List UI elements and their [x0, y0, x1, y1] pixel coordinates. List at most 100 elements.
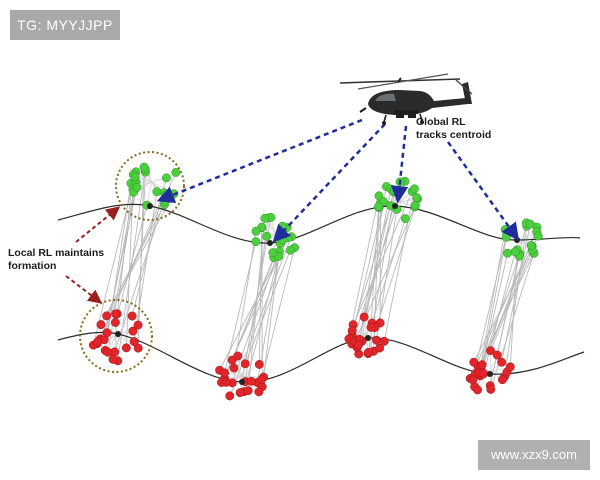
- bottom-agent-dot: [497, 357, 507, 367]
- bottom-agent-dot: [486, 384, 496, 394]
- top-agent-dot: [533, 231, 543, 241]
- top-trajectory: [57, 203, 581, 244]
- bottom-agent-dot: [254, 359, 264, 369]
- bottom-agent-dot: [133, 320, 143, 330]
- bottom-agent-dot: [372, 335, 381, 345]
- top-agent-dot: [139, 162, 149, 172]
- bottom-agent-dot: [246, 376, 256, 386]
- helicopter-icon: [339, 73, 473, 125]
- top-agent-dot: [374, 191, 384, 201]
- formation-link: [133, 191, 158, 342]
- formation-link: [247, 218, 266, 391]
- formation-link: [114, 205, 148, 323]
- formation-link: [261, 247, 295, 380]
- top-agent-dot: [526, 241, 536, 250]
- formation-link: [370, 206, 379, 328]
- bottom-agent-dot: [235, 388, 245, 398]
- formation-link: [100, 204, 165, 325]
- bottom-agent-dot: [243, 386, 253, 396]
- top-agent-dot: [374, 202, 384, 211]
- local-rl-label: Local RL maintains formation: [8, 247, 107, 272]
- top-agent-dot: [130, 172, 140, 182]
- bottom-agent-dot: [111, 309, 121, 319]
- bottom-agent-dot: [257, 375, 267, 385]
- formation-link: [219, 256, 279, 371]
- bottom-agent-dot: [102, 311, 112, 321]
- bottom-agent-dot: [103, 347, 113, 357]
- global-rl-label: Global RL tracks centroid: [416, 116, 491, 141]
- top-agent-dot: [251, 226, 261, 236]
- bottom-agent-dot: [363, 347, 373, 357]
- top-agent-dot: [412, 193, 422, 203]
- centroid-marker-icon: [115, 203, 520, 385]
- bottom-agent-dot: [110, 317, 120, 327]
- bottom-agent-dot: [225, 391, 235, 401]
- bottom-agent-dot: [492, 350, 502, 360]
- bottom-agent-dot: [227, 355, 237, 365]
- bottom-agent-dot: [359, 312, 369, 322]
- bottom-agent-dot: [229, 363, 239, 373]
- top-agent-dot: [409, 184, 419, 194]
- top-agent-dot: [510, 247, 520, 257]
- top-agent-dot: [171, 167, 181, 177]
- bottom-agent-dot: [108, 354, 118, 364]
- bottom-agent-dot: [221, 377, 231, 387]
- bottom-agent-dot: [486, 346, 495, 356]
- bottom-agent-dot: [93, 337, 102, 347]
- bottom-agent-dot: [254, 387, 264, 397]
- formation-link: [233, 231, 257, 369]
- top-agent-dot: [161, 173, 171, 183]
- top-agent-dot: [503, 248, 512, 258]
- formation-link: [473, 235, 539, 363]
- bottom-agent-dot: [220, 368, 230, 378]
- bottom-agent-dot: [133, 343, 143, 353]
- top-agent-dot: [278, 235, 288, 245]
- bottom-agent-dot: [102, 328, 112, 338]
- formation-link: [352, 191, 413, 325]
- top-agent-dot: [152, 187, 162, 197]
- formation-link: [243, 239, 284, 392]
- bottom-agent-dot: [127, 311, 137, 321]
- local-rl-arrows: [65, 206, 121, 304]
- formation-link: [137, 167, 145, 349]
- bottom-agent-dot: [477, 360, 487, 370]
- top-agent-dot: [285, 245, 295, 255]
- top-agent-dot: [251, 237, 261, 247]
- bottom-agent-dot: [129, 337, 139, 347]
- formation-link: [258, 227, 263, 365]
- bottom-agent-dot: [505, 362, 515, 372]
- bottom-agent-dot: [468, 375, 478, 385]
- formation-link: [363, 191, 394, 318]
- formation-link: [116, 174, 134, 314]
- global-rl-arrows: [156, 118, 520, 243]
- bottom-agent-dot: [347, 326, 357, 336]
- formation-link: [501, 223, 531, 363]
- top-agent-dot: [132, 182, 142, 192]
- bottom-highlight-ring: [79, 299, 153, 373]
- bottom-agent-dot: [469, 357, 479, 367]
- top-agent-dot: [390, 186, 400, 196]
- bottom-agent-dot: [479, 369, 489, 379]
- formation-link: [475, 252, 535, 374]
- top-agent-dot: [525, 219, 535, 229]
- bottom-agent-dot: [240, 359, 250, 369]
- formation-link: [231, 243, 281, 361]
- bottom-agent-dot: [497, 375, 507, 385]
- bottom-agent-dot: [375, 343, 385, 353]
- formation-link: [371, 218, 406, 324]
- formation-link: [92, 171, 137, 346]
- top-highlight-ring: [115, 151, 185, 221]
- bottom-agent-dot: [96, 320, 106, 330]
- formation-link: [376, 209, 398, 341]
- bottom-agent-dot: [121, 343, 131, 353]
- formation-link: [490, 253, 535, 390]
- formation-link: [351, 201, 384, 336]
- formation-link: [106, 193, 175, 317]
- top-agent-dot: [410, 201, 420, 210]
- bottom-agent-dot: [473, 385, 482, 395]
- bottom-agent-dot: [379, 336, 389, 346]
- bottom-agent-dot: [366, 322, 376, 332]
- formation-link: [472, 234, 508, 380]
- top-agent-dot: [262, 231, 272, 241]
